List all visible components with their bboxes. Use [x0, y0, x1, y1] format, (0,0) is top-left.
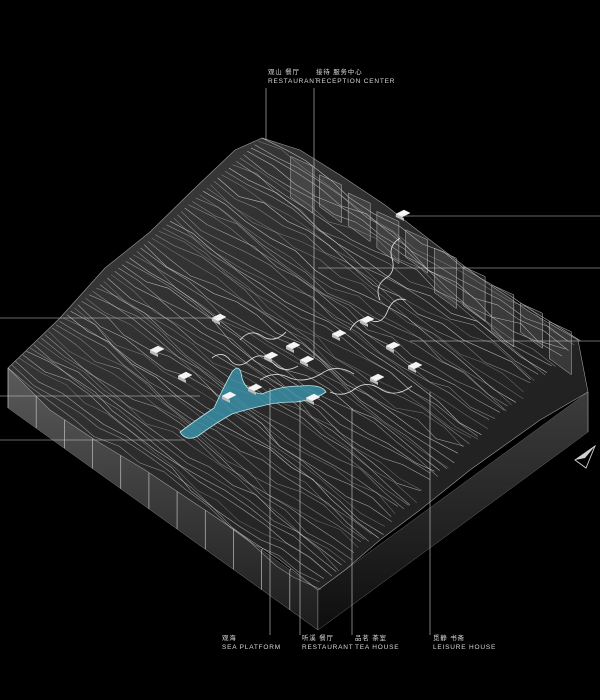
label-restaurant-bottom: 听溪 餐厅 RESTAURANT	[302, 635, 354, 651]
section-planes	[290, 155, 572, 376]
terrain-right-wall	[317, 391, 589, 631]
site-buildings	[149, 209, 423, 405]
label-leisure-house: 觅静 书斋 LEISURE HOUSE	[433, 635, 497, 651]
label-tea-house: 品茗 茶室 TEA HOUSE	[355, 635, 400, 651]
lake	[179, 367, 327, 439]
label-sea-platform: 观海 SEA PLATFORM	[222, 635, 281, 651]
label-restaurant-top: 观山 餐厅 RESTAURANT	[268, 69, 320, 85]
terrain-top-surface	[7, 137, 589, 591]
label-reception-center: 接待 服务中心 RECEPTION CENTER	[316, 69, 396, 85]
north-arrow-icon	[574, 444, 596, 469]
leader-lines	[0, 88, 600, 635]
site-paths	[211, 237, 413, 395]
